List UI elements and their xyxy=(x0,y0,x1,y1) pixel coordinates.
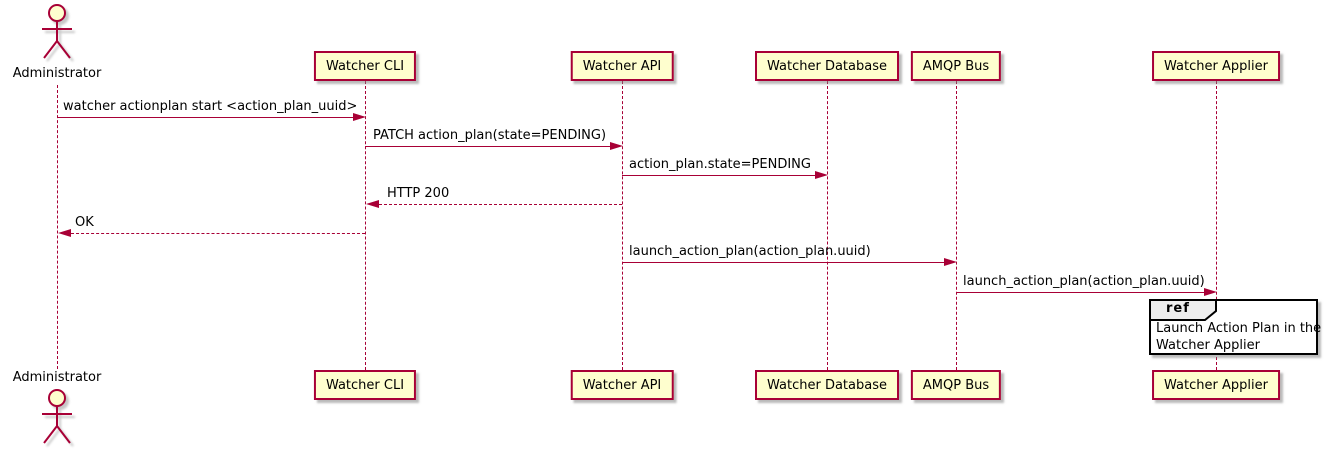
message-line xyxy=(622,175,818,176)
message-label: HTTP 200 xyxy=(387,186,450,201)
message-label: launch_action_plan(action_plan.uuid) xyxy=(629,244,871,259)
ref-text: Launch Action Plan in the Watcher Applie… xyxy=(1156,320,1321,354)
message-line xyxy=(956,292,1207,293)
participant-watcher-applier-top: Watcher Applier xyxy=(1152,51,1280,81)
ref-tab xyxy=(1149,299,1217,321)
arrowhead-icon xyxy=(815,171,828,179)
participant-label: Watcher Database xyxy=(767,377,887,393)
ref-fragment: ref Launch Action Plan in the Watcher Ap… xyxy=(1149,299,1321,355)
lifeline-amqp-bus xyxy=(956,81,957,370)
message-label: launch_action_plan(action_plan.uuid) xyxy=(963,274,1205,289)
actor-icon xyxy=(35,388,79,450)
message-line xyxy=(57,117,357,118)
lifeline-administrator xyxy=(57,85,58,369)
participant-watcher-database-bottom: Watcher Database xyxy=(755,370,899,400)
actor-label-bottom: Administrator xyxy=(12,370,102,385)
ref-text-line2: Watcher Applier xyxy=(1156,338,1260,353)
message-line xyxy=(374,204,622,205)
ref-keyword: ref xyxy=(1166,301,1190,316)
participant-amqp-bus-bottom: AMQP Bus xyxy=(910,370,1002,400)
participant-label: Watcher Applier xyxy=(1164,58,1268,74)
message-label: PATCH action_plan(state=PENDING) xyxy=(373,128,607,143)
participant-label: AMQP Bus xyxy=(922,377,990,393)
participant-label: Watcher Database xyxy=(767,58,887,74)
actor-icon xyxy=(35,3,79,65)
participant-label: Watcher CLI xyxy=(325,58,405,74)
participant-watcher-database-top: Watcher Database xyxy=(755,51,899,81)
participant-watcher-cli-bottom: Watcher CLI xyxy=(313,370,417,400)
participant-watcher-api-top: Watcher API xyxy=(570,51,674,81)
message-label: action_plan.state=PENDING xyxy=(629,157,811,172)
participant-label: Watcher API xyxy=(582,377,662,393)
arrowhead-icon xyxy=(366,200,379,208)
participant-label: Watcher Applier xyxy=(1164,377,1268,393)
ref-text-line1: Launch Action Plan in the xyxy=(1156,321,1322,336)
message-line xyxy=(365,146,613,147)
arrowhead-icon xyxy=(58,229,71,237)
arrowhead-icon xyxy=(944,258,957,266)
participant-watcher-api-bottom: Watcher API xyxy=(570,370,674,400)
lifeline-watcher-api xyxy=(622,81,623,370)
participant-label: Watcher API xyxy=(582,58,662,74)
arrowhead-icon xyxy=(610,142,623,150)
message-label: OK xyxy=(75,215,94,230)
message-label: watcher actionplan start <action_plan_uu… xyxy=(63,99,358,114)
participant-watcher-applier-bottom: Watcher Applier xyxy=(1152,370,1280,400)
arrowhead-icon xyxy=(1204,288,1217,296)
arrowhead-icon xyxy=(353,113,366,121)
message-line xyxy=(66,233,365,234)
participant-label: AMQP Bus xyxy=(922,58,990,74)
participant-label: Watcher CLI xyxy=(325,377,405,393)
lifeline-watcher-cli xyxy=(365,81,366,370)
lifeline-watcher-applier xyxy=(1216,81,1217,370)
participant-watcher-cli-top: Watcher CLI xyxy=(313,51,417,81)
message-line xyxy=(622,262,947,263)
participant-amqp-bus-top: AMQP Bus xyxy=(910,51,1002,81)
actor-label-top: Administrator xyxy=(12,66,102,81)
lifeline-watcher-database xyxy=(827,81,828,370)
